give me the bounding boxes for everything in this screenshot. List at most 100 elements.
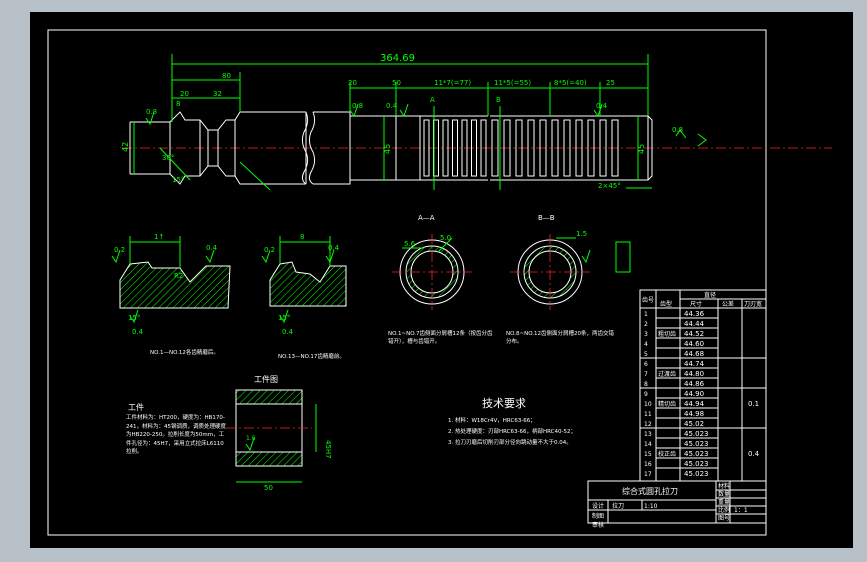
d1-r: R2	[174, 272, 183, 280]
tooth-b	[515, 119, 523, 177]
table-row-size: 44.68	[684, 350, 704, 358]
dim-11x7: 11*7(=77)	[434, 79, 471, 87]
title-name: 综合式圆孔拉刀	[622, 486, 678, 496]
d1-rough3: 0.4	[132, 328, 144, 336]
section-bb	[510, 234, 631, 310]
d2-rough3: 0.4	[282, 328, 294, 336]
table-row-no: 1	[644, 311, 648, 318]
teeth-region-b	[490, 115, 626, 181]
drawing-svg: 364.69 80 20 32 8 20 50 11*7(=77) 11*5(=…	[47, 29, 832, 536]
drawing-canvas[interactable]: 364.69 80 20 32 8 20 50 11*7(=77) 11*5(=…	[30, 12, 853, 548]
shaft-view	[122, 54, 832, 191]
sec-aa-note-box: NO.1~NO.7齿侧面分屑槽12条（按齿分齿错开），槽与齿错开。	[388, 331, 493, 345]
tooth-a	[461, 119, 468, 177]
workpiece-dim-width: 50	[264, 484, 273, 492]
requirements-item2: 2. 热处理硬度：刃部HRC63-66，柄部HRC40-52；	[448, 427, 576, 435]
table-row-no: 14	[644, 441, 652, 448]
angle-30: 30°	[162, 154, 174, 162]
section-b-marker: B	[496, 96, 501, 104]
table-row-size: 45.02	[684, 420, 704, 428]
dim-25: 25	[606, 79, 615, 87]
tooth-a	[452, 119, 458, 177]
tooth-b	[539, 119, 547, 177]
tol-2: 0.4	[748, 450, 760, 458]
title-drawing: 制图	[592, 512, 604, 520]
table-row-size: 44.44	[684, 320, 705, 328]
title-design: 设计	[592, 502, 604, 510]
workpiece-label: 工件	[128, 402, 144, 412]
tooth-b	[575, 119, 583, 177]
rough-04b: 0.4	[596, 102, 608, 110]
title-check: 审核	[592, 521, 604, 529]
table-row-size: 45.023	[684, 470, 709, 478]
dim-11x5: 11*5(=55)	[494, 79, 531, 87]
title-scale-code: 1:10	[644, 503, 658, 510]
table-row-no: 7	[644, 371, 648, 378]
tol-1: 0.1	[748, 400, 759, 408]
table-row-size: 44.98	[684, 410, 704, 418]
dim-8x5: 8*5(=40)	[554, 79, 587, 87]
table-row-size: 44.90	[684, 390, 704, 398]
sec-aa-note: NO.1~NO.7齿侧面分屑槽12条（按齿分齿错开），槽与齿错开。	[388, 331, 493, 345]
table-row-no: 12	[644, 421, 652, 428]
d1-dim: 1↑	[154, 233, 164, 241]
dia-right: 45	[637, 144, 646, 154]
title-scale: 比例	[718, 506, 730, 514]
table-row-type: 精切齿	[658, 400, 676, 408]
table-row-size: 44.94	[684, 400, 705, 408]
table-row-type: 校正齿	[658, 450, 676, 458]
d1-rough2: 0.4	[206, 244, 218, 252]
detail-profile-1	[111, 236, 231, 324]
dim-8: 8	[176, 100, 180, 108]
d1-rough1: 0.2	[114, 246, 125, 254]
dim-overall-length: 364.69	[380, 53, 415, 64]
table-row-no: 2	[644, 321, 648, 328]
table-row-no: 5	[644, 351, 648, 358]
th-note: 刀刃宽	[744, 300, 762, 308]
title-drawno: 图号	[718, 515, 730, 522]
rough-08c: 0.8	[672, 126, 683, 134]
teeth-region-a	[420, 115, 488, 181]
tooth-b	[527, 119, 535, 177]
th-dia: 直径	[704, 291, 716, 299]
table-row-size: 45.023	[684, 450, 709, 458]
table-row-size: 44.74	[684, 360, 705, 368]
table-row-no: 8	[644, 381, 648, 388]
teeth-table-grid	[639, 289, 767, 482]
th-tol: 公差	[722, 300, 734, 308]
dim-20b: 20	[348, 79, 357, 87]
requirements-item1: 1. 材料：W18Cr4V，HRC63-66；	[448, 416, 536, 424]
workpiece-drawing	[226, 389, 317, 483]
title-scale-value: 1：1	[734, 507, 748, 514]
rough-08b: 0.8	[352, 102, 363, 110]
table-row-size: 45.023	[684, 440, 709, 448]
tooth-b	[599, 119, 607, 177]
title-count: 数量	[718, 490, 730, 498]
dim-20a: 20	[180, 90, 189, 98]
table-row-no: 6	[644, 361, 648, 368]
dim-50: 50	[392, 79, 401, 87]
tooth-a	[471, 119, 477, 177]
table-row-no: 13	[644, 431, 652, 438]
table-row-type: 粗切齿	[658, 330, 676, 338]
d2-rough1: 0.2	[264, 246, 275, 254]
sec-bb-dim: 1.5	[576, 230, 587, 238]
table-row-no: 9	[644, 391, 648, 398]
tooth-a	[442, 119, 449, 177]
workpiece-rough: 1.6	[246, 435, 256, 442]
detail2-note: NO.13—NO.17齿精磨前。	[278, 352, 345, 360]
sec-aa-dim2: 5.0	[440, 234, 451, 242]
table-row-size: 44.60	[684, 340, 704, 348]
dia-mid: 45	[383, 144, 392, 154]
sec-bb-note-box: NO.8~NO.12齿侧面分屑槽20条，两齿交错分布。	[506, 331, 614, 345]
table-row-no: 4	[644, 341, 648, 348]
workpiece-title: 工件图	[254, 374, 278, 384]
table-row-no: 16	[644, 461, 652, 468]
table-row-type: 过渡齿	[658, 370, 676, 378]
workpiece-text-box: 工件材料为：HT200，硬度为：HB170-241，材料为：45钢调质，调质处理…	[126, 415, 226, 455]
sec-aa-dim1: 5.6	[404, 240, 416, 248]
requirements-item3: 3. 拉刀刃磨后切削刃部分径向跳动量不大于0.04。	[448, 438, 572, 446]
tooth-a	[423, 119, 430, 177]
th-size: 尺寸	[690, 300, 702, 308]
